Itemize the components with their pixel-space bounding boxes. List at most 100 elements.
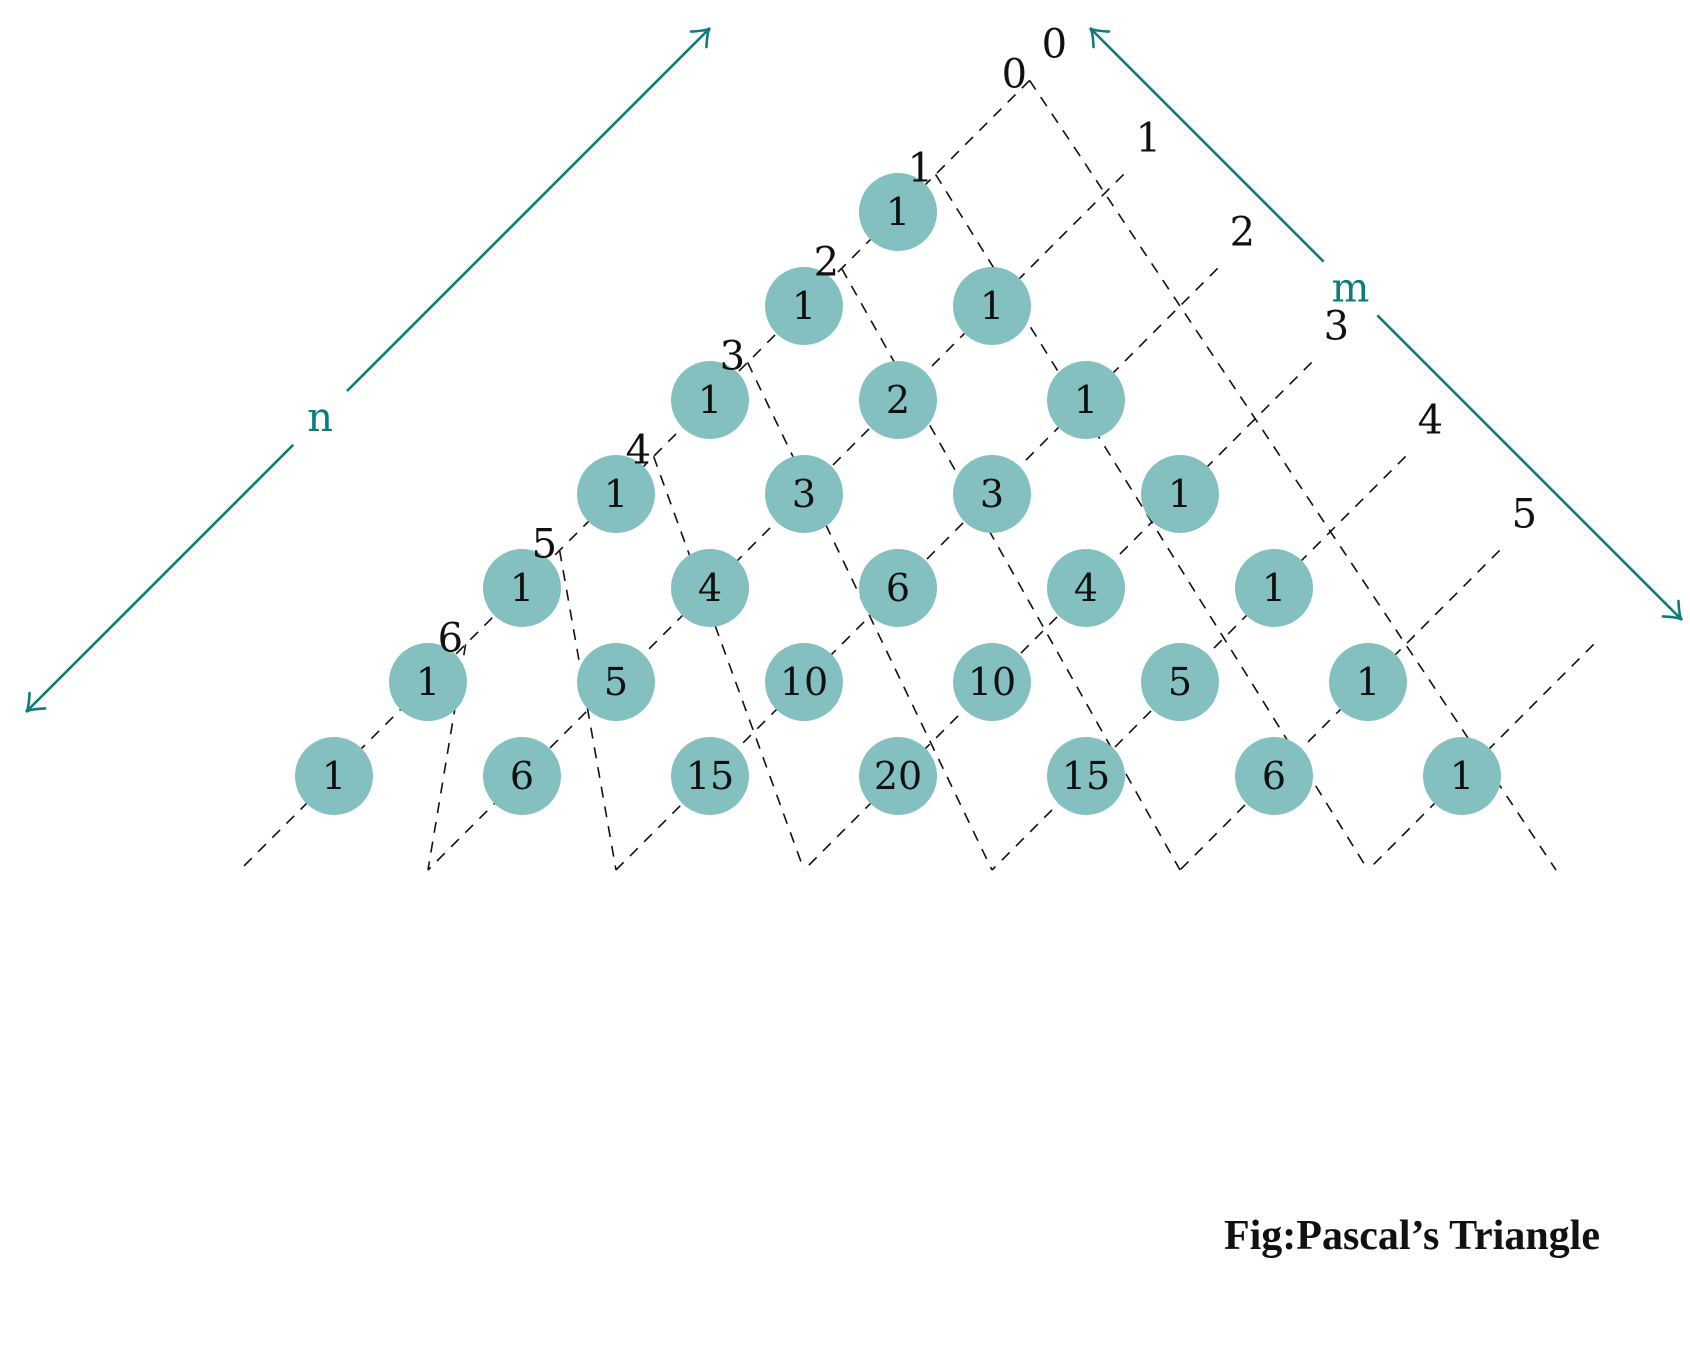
triangle-node: 10 — [953, 643, 1031, 721]
axis-m-arrowhead-end — [1661, 599, 1684, 622]
node-value: 1 — [1074, 378, 1098, 422]
node-circle — [765, 267, 843, 345]
triangle-node: 1 — [577, 455, 655, 533]
n-index-label: 4 — [626, 428, 651, 474]
dashed-line-n5 — [558, 550, 617, 871]
node-value: 1 — [886, 190, 910, 234]
triangle-node: 1 — [953, 267, 1031, 345]
triangle-node: 15 — [1047, 737, 1125, 815]
triangle-node: 4 — [1047, 549, 1125, 627]
node-value: 1 — [604, 472, 628, 516]
triangle-node: 1 — [1235, 549, 1313, 627]
node-circle — [859, 173, 937, 251]
axis-n-arrowhead-start — [689, 26, 712, 49]
node-circle — [1141, 455, 1219, 533]
dashed-line-m6 — [1367, 643, 1595, 871]
node-value: 5 — [604, 660, 628, 704]
node-value: 1 — [980, 284, 1004, 328]
node-value: 3 — [792, 472, 816, 516]
triangle-node: 1 — [1423, 737, 1501, 815]
triangle-node: 1 — [295, 737, 373, 815]
triangle-node: 1 — [1141, 455, 1219, 533]
triangle-node: 10 — [765, 643, 843, 721]
dashed-line-m5 — [1179, 549, 1501, 871]
axis-m: m — [1088, 26, 1684, 622]
node-value: 3 — [980, 472, 1004, 516]
axis-n-line-b — [25, 443, 295, 713]
node-value: 1 — [1356, 660, 1380, 704]
triangle-node: 1 — [765, 267, 843, 345]
node-circle — [953, 267, 1031, 345]
node-circle — [1047, 737, 1125, 815]
axis-n: n — [24, 26, 712, 714]
triangle-node: 6 — [483, 737, 561, 815]
dashed-line-n2 — [840, 268, 1181, 871]
node-circle — [295, 737, 373, 815]
axis-n-label: n — [307, 395, 333, 441]
triangle-node: 20 — [859, 737, 937, 815]
node-value: 10 — [968, 660, 1016, 704]
axis-arrows: nm — [24, 26, 1684, 714]
node-value: 1 — [792, 284, 816, 328]
axis-m-line-a — [1089, 27, 1325, 263]
triangle-node: 5 — [1141, 643, 1219, 721]
node-circle — [1047, 361, 1125, 439]
node-circle — [765, 455, 843, 533]
node-value: 6 — [1262, 754, 1286, 798]
axis-m-line-b — [1376, 314, 1683, 621]
node-value: 4 — [1074, 566, 1098, 610]
triangle-node: 1 — [389, 643, 467, 721]
node-value: 1 — [510, 566, 534, 610]
triangle-node: 6 — [859, 549, 937, 627]
node-circle — [953, 643, 1031, 721]
node-circle — [483, 549, 561, 627]
axis-n-line-a — [346, 27, 711, 392]
node-circle — [671, 361, 749, 439]
node-value: 6 — [886, 566, 910, 610]
node-circle — [859, 361, 937, 439]
node-circle — [1235, 549, 1313, 627]
triangle-node: 4 — [671, 549, 749, 627]
node-value: 10 — [780, 660, 828, 704]
node-value: 4 — [698, 566, 722, 610]
node-circle — [671, 737, 749, 815]
m-index-label: 2 — [1230, 210, 1255, 256]
n-index-label: 6 — [438, 616, 463, 662]
node-value: 1 — [1450, 754, 1474, 798]
node-circle — [671, 549, 749, 627]
n-index-label: 1 — [908, 146, 933, 192]
triangle-node: 3 — [953, 455, 1031, 533]
axis-n-arrowhead-end — [24, 691, 47, 714]
node-value: 1 — [1262, 566, 1286, 610]
node-value: 15 — [1062, 754, 1110, 798]
node-circle — [577, 643, 655, 721]
figure-caption: Fig:Pascal’s Triangle — [1223, 1213, 1600, 1259]
node-circle — [859, 549, 937, 627]
node-circle — [859, 737, 937, 815]
triangle-node: 6 — [1235, 737, 1313, 815]
dashed-line-n6 — [427, 644, 467, 871]
m-index-label: 4 — [1418, 398, 1443, 444]
m-index-label: 0 — [1042, 22, 1067, 68]
n-index-label: 2 — [814, 240, 839, 286]
triangle-node: 1 — [859, 173, 937, 251]
n-index-label: 3 — [720, 334, 745, 380]
triangle-node: 5 — [577, 643, 655, 721]
node-value: 1 — [322, 754, 346, 798]
triangle-node: 1 — [671, 361, 749, 439]
node-value: 1 — [1168, 472, 1192, 516]
node-circle — [1047, 549, 1125, 627]
axis-m-label: m — [1332, 265, 1370, 311]
triangle-node: 2 — [859, 361, 937, 439]
node-value: 2 — [886, 378, 910, 422]
n-index-label: 0 — [1002, 52, 1027, 98]
node-circle — [1235, 737, 1313, 815]
m-index-label: 5 — [1512, 492, 1537, 538]
node-circle — [765, 643, 843, 721]
node-circle — [577, 455, 655, 533]
dashed-line-n3 — [746, 362, 993, 871]
node-circle — [1329, 643, 1407, 721]
